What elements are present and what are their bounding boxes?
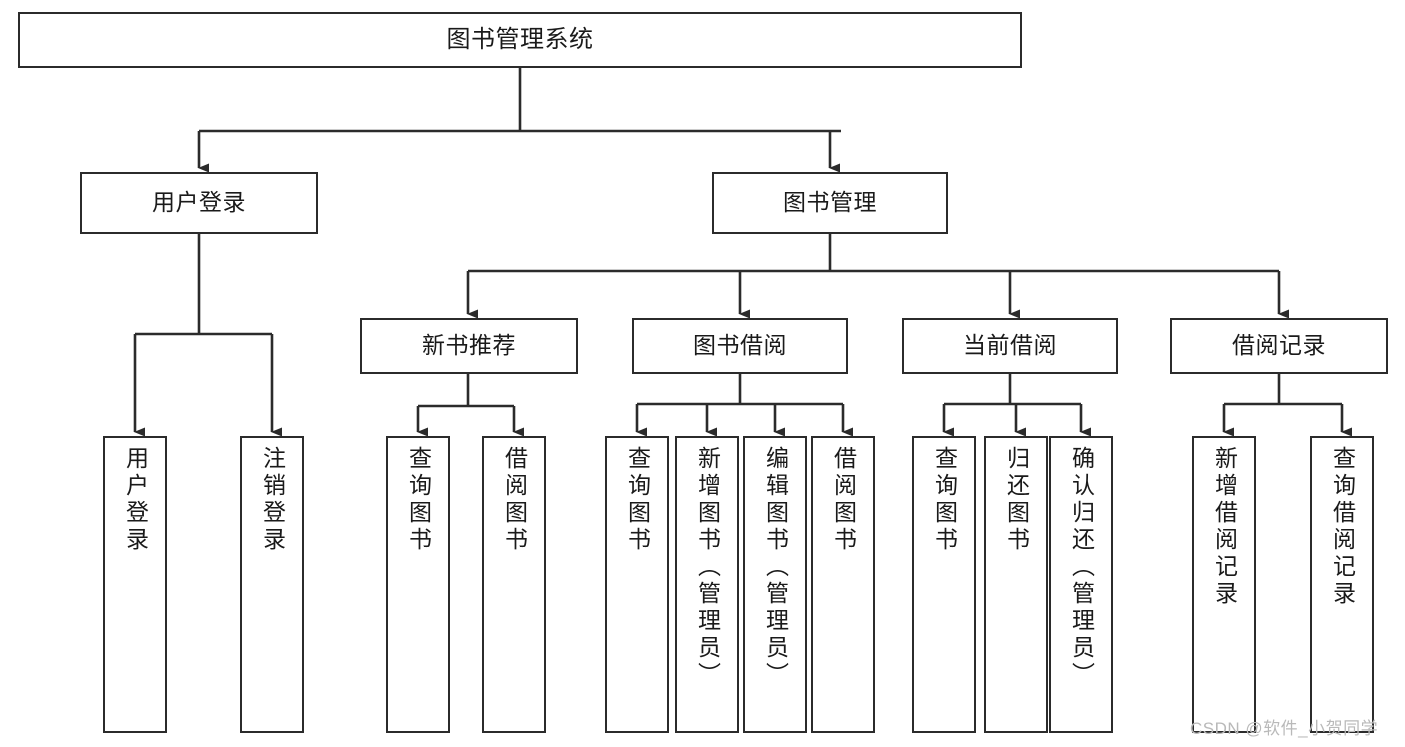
node-leaf-user-logout-label: 注销登录	[259, 446, 286, 554]
node-leaf-query-book-cb-label: 查询图书	[931, 446, 958, 554]
node-new-book-recommend-label: 新书推荐	[422, 332, 516, 359]
node-leaf-query-book-br-label: 查询图书	[624, 446, 651, 554]
node-borrow-record[interactable]: 借阅记录	[1170, 318, 1388, 374]
node-leaf-borrow-book-rec-label: 借阅图书	[501, 446, 528, 554]
node-leaf-user-logout[interactable]: 注销登录	[240, 436, 304, 733]
node-current-borrow[interactable]: 当前借阅	[902, 318, 1118, 374]
node-leaf-borrow-book-rec[interactable]: 借阅图书	[482, 436, 546, 733]
node-root-label: 图书管理系统	[446, 25, 594, 53]
node-book-borrow-label: 图书借阅	[693, 332, 787, 359]
node-leaf-edit-book-admin-label: 编辑图书（管理员）	[762, 446, 789, 689]
node-leaf-add-book-admin[interactable]: 新增图书（管理员）	[675, 436, 739, 733]
node-leaf-add-borrow-record-label: 新增借阅记录	[1211, 446, 1238, 608]
node-user-login-label: 用户登录	[152, 189, 246, 216]
node-book-manage-label: 图书管理	[783, 189, 877, 216]
node-leaf-borrow-book-br[interactable]: 借阅图书	[811, 436, 875, 733]
node-new-book-recommend[interactable]: 新书推荐	[360, 318, 578, 374]
node-leaf-borrow-book-br-label: 借阅图书	[830, 446, 857, 554]
node-book-manage[interactable]: 图书管理	[712, 172, 948, 234]
node-book-borrow[interactable]: 图书借阅	[632, 318, 848, 374]
node-leaf-add-book-admin-label: 新增图书（管理员）	[694, 446, 721, 689]
node-current-borrow-label: 当前借阅	[963, 332, 1057, 359]
node-leaf-user-login[interactable]: 用户登录	[103, 436, 167, 733]
watermark-text: CSDN @软件_小贺同学	[1190, 719, 1379, 738]
node-leaf-query-book-br[interactable]: 查询图书	[605, 436, 669, 733]
node-leaf-query-borrow-record-label: 查询借阅记录	[1329, 446, 1356, 608]
node-leaf-query-book-rec-label: 查询图书	[405, 446, 432, 554]
node-leaf-confirm-return-label: 确认归还（管理员）	[1068, 446, 1095, 689]
node-leaf-query-book-rec[interactable]: 查询图书	[386, 436, 450, 733]
node-leaf-query-borrow-record[interactable]: 查询借阅记录	[1310, 436, 1374, 733]
node-borrow-record-label: 借阅记录	[1232, 332, 1326, 359]
node-leaf-edit-book-admin[interactable]: 编辑图书（管理员）	[743, 436, 807, 733]
node-leaf-query-book-cb[interactable]: 查询图书	[912, 436, 976, 733]
node-root[interactable]: 图书管理系统	[18, 12, 1022, 68]
node-leaf-return-book[interactable]: 归还图书	[984, 436, 1048, 733]
node-user-login[interactable]: 用户登录	[80, 172, 318, 234]
node-leaf-user-login-label: 用户登录	[122, 446, 149, 554]
node-leaf-return-book-label: 归还图书	[1003, 446, 1030, 554]
node-leaf-add-borrow-record[interactable]: 新增借阅记录	[1192, 436, 1256, 733]
node-leaf-confirm-return[interactable]: 确认归还（管理员）	[1049, 436, 1113, 733]
